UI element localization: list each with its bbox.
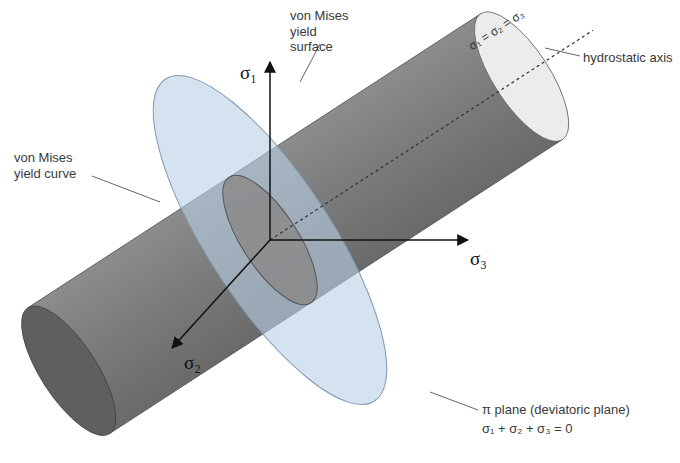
leader-lines <box>92 44 580 410</box>
callout-label: von Mises yield curve <box>14 150 94 181</box>
sigma1-axis <box>269 62 271 240</box>
callout-label: von Mises yield surface <box>290 8 360 55</box>
sigma3-axis <box>270 239 468 241</box>
hydrostatic-axis <box>270 30 593 240</box>
axis-label: σ₂ <box>184 352 201 375</box>
axis-label: σ₃ <box>470 248 487 271</box>
equation-label: σ₁ + σ₂ + σ₃ = 0 <box>482 421 572 437</box>
callout-label: hydrostatic axis <box>583 50 673 66</box>
axis-label: σ₁ <box>240 62 257 85</box>
callout-label: π plane (deviatoric plane) <box>482 402 630 418</box>
sigma2-axis <box>172 240 270 348</box>
